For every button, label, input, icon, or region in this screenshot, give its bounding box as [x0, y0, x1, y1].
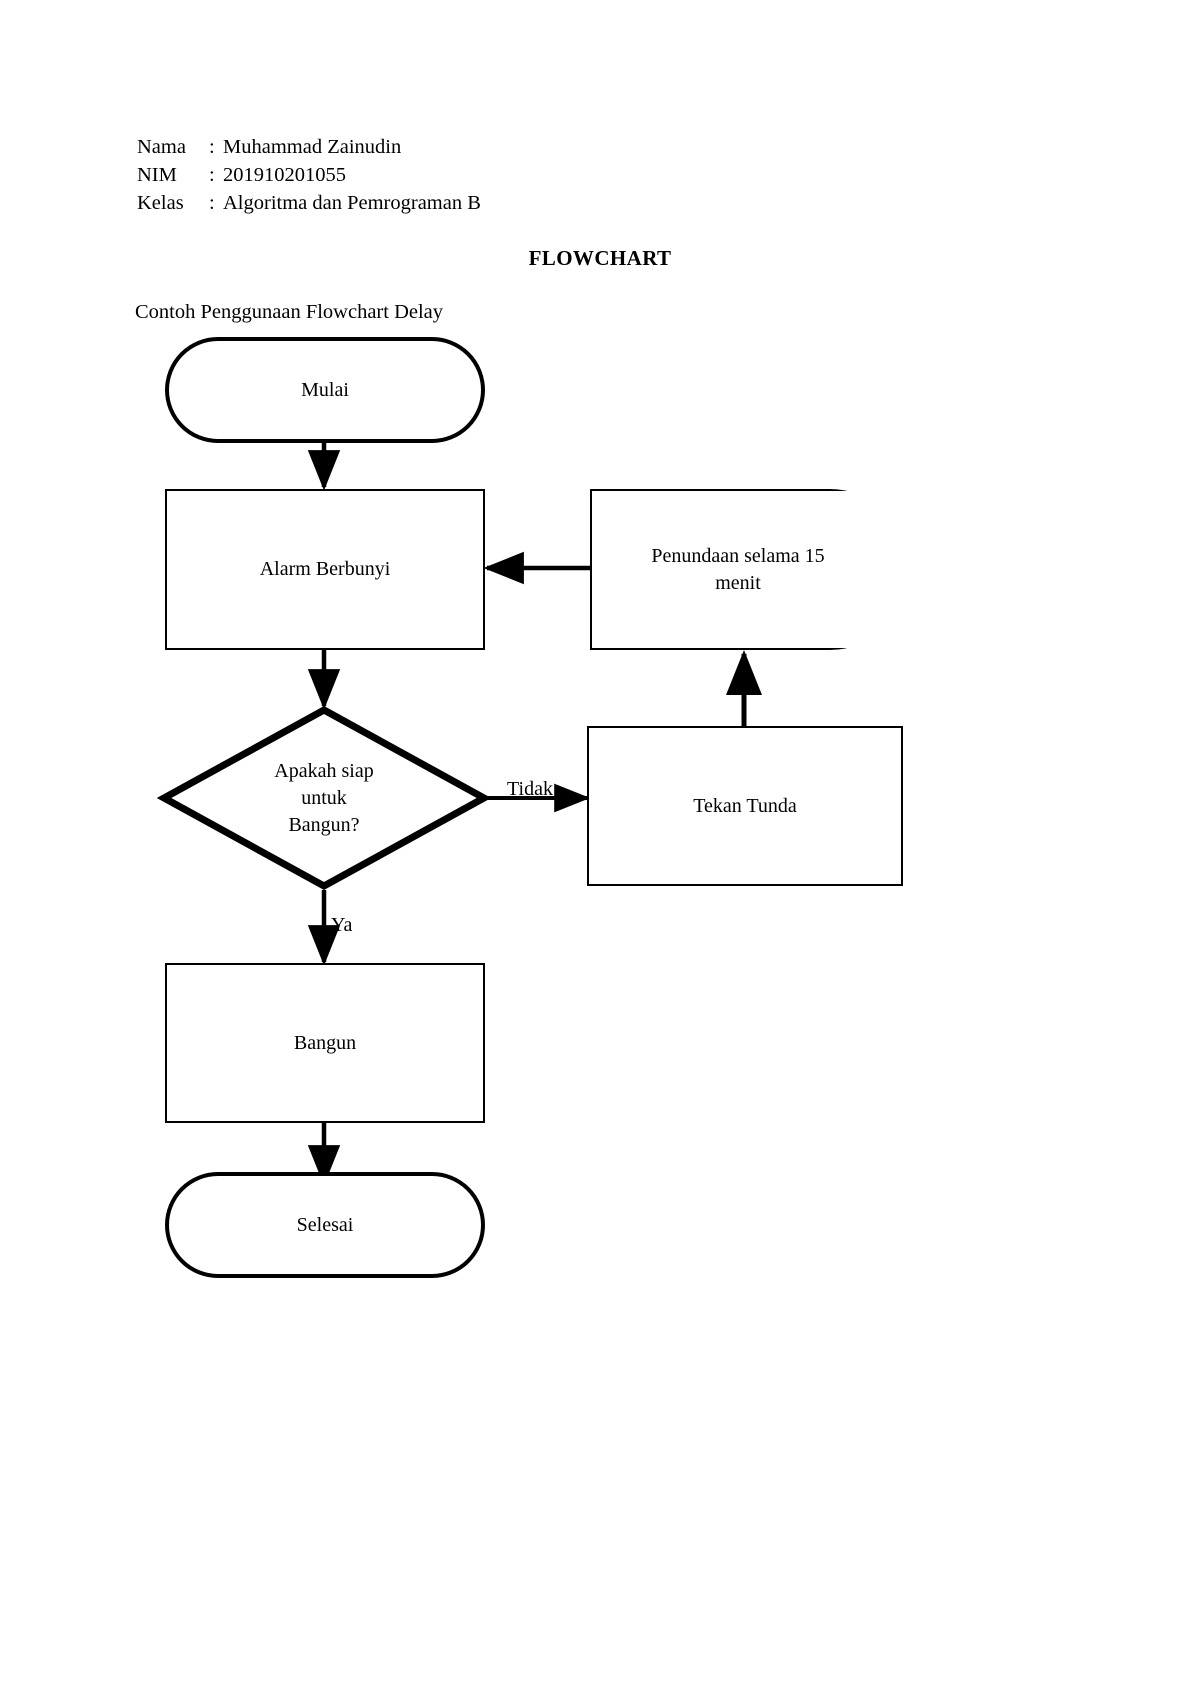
meta-row-nama: Nama : Muhammad Zainudin [137, 133, 481, 161]
meta-sep-kelas: : [209, 192, 215, 214]
flowchart-caption: Contoh Penggunaan Flowchart Delay [135, 301, 444, 323]
node-alarm-berbunyi[interactable]: Alarm Berbunyi [165, 489, 485, 650]
node-selesai-label: Selesai [296, 1213, 354, 1236]
meta-sep-nama: : [209, 136, 215, 158]
node-penundaan-delay[interactable]: Penundaan selama 15 menit [590, 489, 910, 650]
node-decision-bangun[interactable]: Apakah siap untuk Bangun? [156, 706, 492, 890]
edge-label-ya: Ya [331, 914, 353, 936]
node-bangun[interactable]: Bangun [165, 963, 485, 1123]
meta-value-kelas: Algoritma dan Pemrograman B [223, 192, 481, 214]
meta-label-nama: Nama [137, 136, 186, 158]
decision-diamond-shape [156, 706, 492, 890]
meta-row-kelas: Kelas : Algoritma dan Pemrograman B [137, 189, 481, 217]
meta-value-nama: Muhammad Zainudin [223, 136, 402, 158]
node-penundaan-delay-label: Penundaan selama 15 menit [651, 544, 825, 594]
node-tekan-tunda-label: Tekan Tunda [693, 794, 797, 817]
meta-value-nim: 201910201055 [223, 164, 346, 186]
node-alarm-berbunyi-label: Alarm Berbunyi [259, 558, 391, 580]
node-mulai-label: Mulai [301, 378, 349, 401]
node-tekan-tunda[interactable]: Tekan Tunda [587, 726, 903, 886]
node-selesai[interactable]: Selesai [165, 1172, 485, 1278]
page-title: FLOWCHART [528, 246, 672, 270]
node-mulai[interactable]: Mulai [165, 337, 485, 443]
node-bangun-label: Bangun [293, 1031, 357, 1054]
edge-label-tidak: Tidak [507, 778, 553, 800]
meta-sep-nim: : [209, 164, 215, 186]
student-info-block: Nama : Muhammad Zainudin NIM : 201910201… [137, 133, 481, 217]
meta-row-nim: NIM : 201910201055 [137, 161, 481, 189]
meta-label-nim: NIM [137, 164, 177, 186]
node-decision-bangun-label: Apakah siap untuk Bangun? [274, 759, 374, 836]
meta-label-kelas: Kelas [137, 192, 184, 214]
